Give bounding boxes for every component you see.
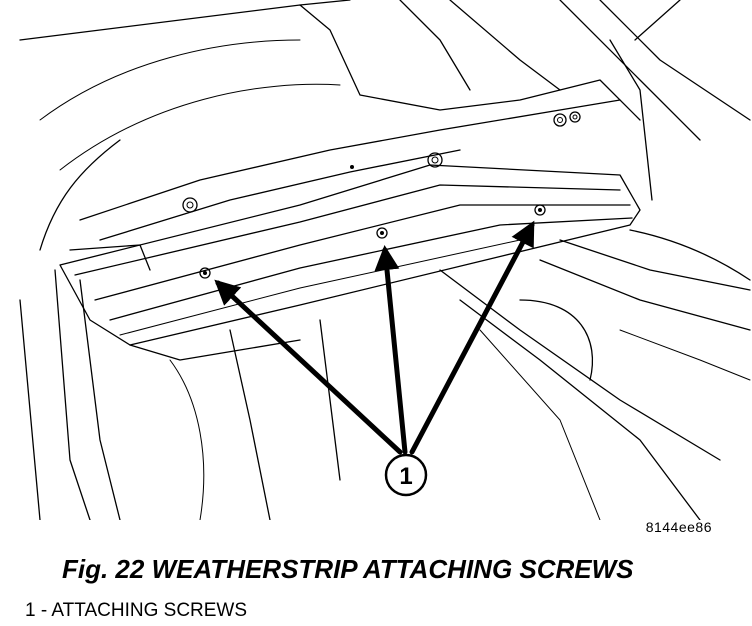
leader-arrow-left bbox=[214, 279, 403, 455]
attaching-screw-left bbox=[199, 267, 211, 279]
weatherstrip-rail bbox=[59, 99, 641, 346]
weatherstrip-illustration: 1 bbox=[19, 0, 751, 520]
bolt-heads bbox=[182, 111, 581, 213]
figure-reference-code: 8144ee86 bbox=[645, 519, 712, 535]
callout-number: 1 bbox=[399, 463, 412, 490]
attaching-screw-right bbox=[534, 204, 546, 216]
leader-arrow-center bbox=[374, 245, 408, 455]
callout-1: 1 bbox=[384, 453, 428, 497]
legend-item: 1 - ATTACHING SCREWS bbox=[25, 600, 248, 621]
roof-outline bbox=[19, 0, 751, 201]
attaching-screw-center bbox=[376, 227, 388, 239]
left-pillar bbox=[19, 139, 121, 520]
figure-title: Fig. 22 WEATHERSTRIP ATTACHING SCREWS bbox=[62, 554, 634, 584]
lower-body bbox=[129, 229, 751, 520]
leader-arrow-right bbox=[409, 220, 535, 455]
